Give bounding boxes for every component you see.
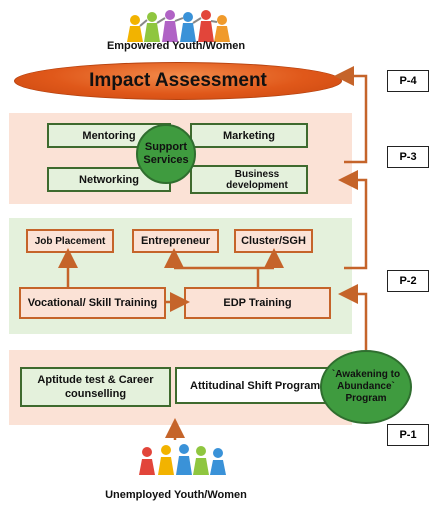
arrow-p1-to-p2: [338, 284, 368, 350]
phase-p3-label: P-3: [387, 146, 429, 168]
bottom-caption: Unemployed Youth/Women: [105, 489, 247, 501]
job-placement-box: Job Placement: [26, 229, 114, 253]
phase-p2-label: P-2: [387, 270, 429, 292]
attitudinal-shift-box: Attitudinal Shift Program: [175, 367, 333, 404]
business-development-box: Business development: [190, 165, 308, 194]
edp-training-box: EDP Training: [184, 287, 331, 319]
phase-p1-label: P-1: [387, 424, 429, 446]
top-caption: Empowered Youth/Women: [106, 40, 246, 52]
entrepreneur-box: Entrepreneur: [132, 229, 219, 253]
vocational-skill-training-box: Vocational/ Skill Training: [19, 287, 166, 319]
marketing-box: Marketing: [190, 123, 308, 148]
arrow-p2-to-p3: [338, 170, 368, 270]
awakening-abundance-circle: `Awakening to Abundance` Program: [320, 350, 412, 424]
phase-p4-label: P-4: [387, 70, 429, 92]
support-services-circle: Support Services: [136, 124, 196, 184]
people-group-bottom-icon: [139, 444, 226, 475]
impact-assessment-ellipse: Impact Assessment: [14, 62, 342, 100]
arrow-p3-to-p4: [334, 66, 368, 164]
aptitude-test-box: Aptitude test & Career counselling: [20, 367, 171, 407]
